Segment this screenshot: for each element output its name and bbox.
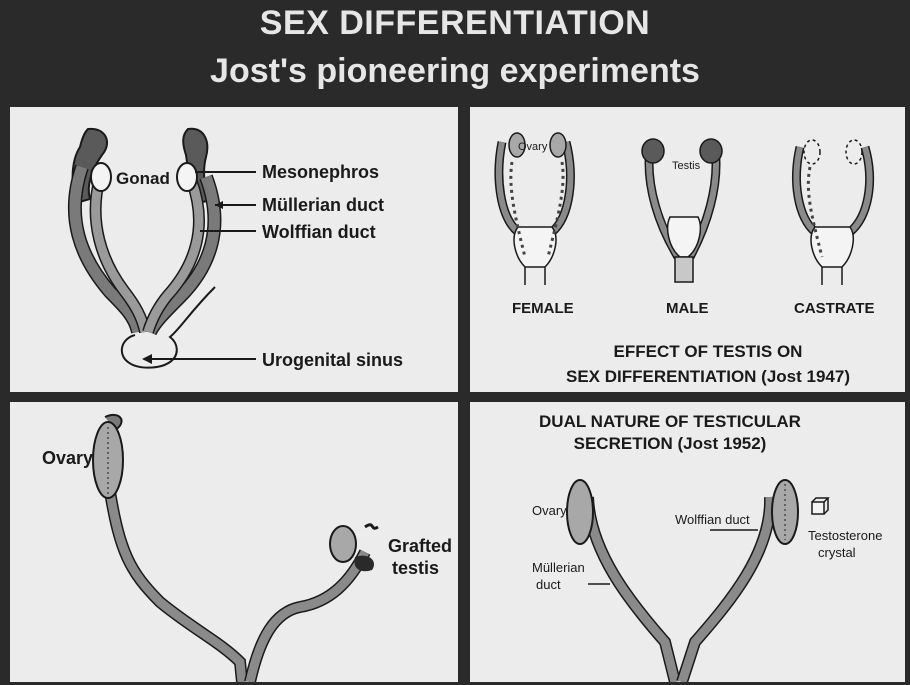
panel-effect-of-testis: Ovary Testis FEMALE MALE CASTRATE EFFECT… bbox=[470, 107, 905, 392]
dual-nature-diagram: DUAL NATURE OF TESTICULAR SECRETION (Jos… bbox=[470, 402, 905, 682]
heading-line-2: SECRETION (Jost 1952) bbox=[574, 434, 767, 453]
effect-of-testis-diagram: Ovary Testis FEMALE MALE CASTRATE EFFECT… bbox=[470, 107, 905, 392]
panel-embryonic-anatomy: Gonad Mesonephros Müllerian duct Wolffia… bbox=[10, 107, 458, 392]
left-gonad bbox=[91, 163, 111, 191]
heading-line-1: DUAL NATURE OF TESTICULAR bbox=[539, 412, 801, 431]
grafted-label-2: testis bbox=[392, 558, 439, 578]
caption-line-2: SEX DIFFERENTIATION (Jost 1947) bbox=[566, 367, 850, 386]
female-label: FEMALE bbox=[512, 300, 574, 317]
gonad-label: Gonad bbox=[116, 169, 170, 188]
crystal-icon bbox=[812, 498, 828, 514]
ovary-label: Ovary bbox=[42, 448, 93, 468]
castrate-label: CASTRATE bbox=[794, 300, 875, 317]
testis-label: Testis bbox=[672, 160, 701, 172]
male-label: MALE bbox=[666, 300, 709, 317]
ovary-label: Ovary bbox=[518, 141, 548, 153]
grafted-testis-shape bbox=[330, 526, 356, 562]
mullerian-duct-label: Müllerian duct bbox=[262, 195, 384, 215]
grafted-label-1: Grafted bbox=[388, 536, 452, 556]
title-line-1: SEX DIFFERENTIATION bbox=[0, 4, 910, 43]
mullerian-label-1: Müllerian bbox=[532, 560, 585, 575]
right-gonad bbox=[177, 163, 197, 191]
panel-dual-nature: DUAL NATURE OF TESTICULAR SECRETION (Jos… bbox=[470, 402, 905, 682]
embryonic-duct-diagram: Gonad Mesonephros Müllerian duct Wolffia… bbox=[10, 107, 458, 392]
testosterone-label-2: crystal bbox=[818, 545, 856, 560]
castrate-tract bbox=[796, 140, 869, 285]
left-ovary-shape bbox=[567, 480, 593, 544]
mullerian-label-2: duct bbox=[536, 577, 561, 592]
ovary-label: Ovary bbox=[532, 503, 567, 518]
grafted-testis-diagram: Ovary Grafted testis bbox=[10, 402, 458, 682]
urogenital-sinus-label: Urogenital sinus bbox=[262, 350, 403, 370]
mesonephros-label: Mesonephros bbox=[262, 162, 379, 182]
panel-grafted-testis: Ovary Grafted testis bbox=[10, 402, 458, 682]
title-line-2: Jost's pioneering experiments bbox=[0, 52, 910, 91]
female-tract bbox=[499, 133, 570, 285]
wolffian-duct-label: Wolffian duct bbox=[675, 512, 750, 527]
caption-line-1: EFFECT OF TESTIS ON bbox=[614, 342, 803, 361]
testosterone-label-1: Testosterone bbox=[808, 528, 882, 543]
wolffian-duct-label: Wolffian duct bbox=[262, 222, 376, 242]
